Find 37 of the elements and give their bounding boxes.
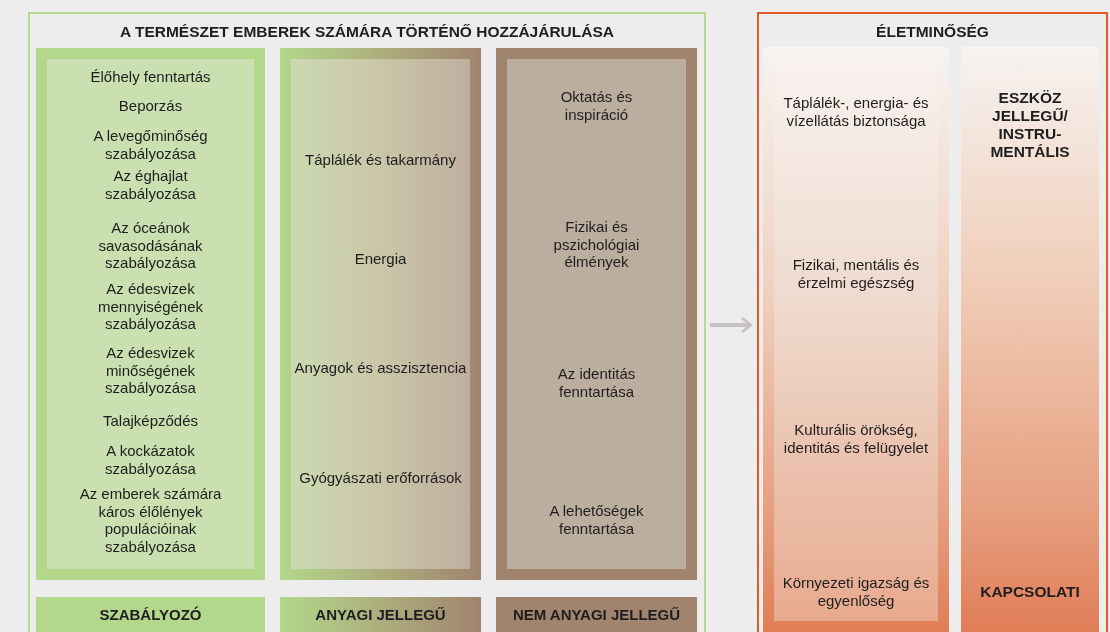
category-label: SZABÁLYOZÓ [99,606,202,623]
item-text: Táplálék-, energia- és vízellátás biztonsága [782,94,930,130]
panel-heading: A TERMÉSZET EMBEREK SZÁMÁRA TÖRTÉNŐ HOZZÁJÁRULÁSA [120,22,614,42]
quality-column [763,47,949,632]
item-text: Környezeti igazság és egyenlőség [781,574,931,610]
category-bar [496,597,697,632]
item-text: Talajképződés [102,412,199,430]
item-text: Gyógyászati erőforrások [299,469,462,487]
item-text: Az emberek számára káros élőlények populációinak szabályozása [78,484,223,556]
item-text: Táplálék és takarmány [305,151,456,169]
category-label: NEM ANYAGI JELLEGŰ [512,606,681,623]
panel-heading: ÉLETMINŐSÉG [876,22,989,42]
item-text: Az identitás fenntartása [556,365,637,401]
item-text: Energia [354,250,407,268]
item-text: A levegőminőség szabályozása [92,127,209,163]
item-text: A kockázatok szabályozása [104,442,197,478]
item-text: Az éghajlat szabályozása [104,167,197,203]
category-label: ANYAGI JELLEGŰ [315,606,446,623]
type-label: ESZKÖZ JELLEGŰ/ INSTRU- MENTÁLIS [989,88,1071,162]
item-text: A lehetőségek fenntartása [548,502,645,538]
contribution-panel [28,12,706,632]
category-bar [280,597,481,632]
type-column [961,47,1099,632]
item-text: Anyagok és asszisztencia [294,359,467,377]
item-text: Az édesvizek minőségének szabályozása [104,343,197,397]
item-text: Oktatás és inspiráció [559,88,634,124]
type-label: KAPCSOLATI [980,582,1080,602]
item-text: Élőhely fenntartás [90,68,211,86]
item-text: Beporzás [118,97,183,115]
item-text: Fizikai, mentális és érzelmi egészség [791,256,921,292]
item-text: Fizikai és pszichológiai élmények [552,217,641,271]
arrow [710,316,753,334]
item-text: Az édesvizek mennyiségének szabályozása [96,279,205,333]
quality-of-life-panel [757,12,1108,632]
item-text: Az óceánok savasodásának szabályozása [97,218,204,272]
item-text: Kulturális örökség, identitás és felügyelet [782,421,930,457]
category-bar [36,597,265,632]
